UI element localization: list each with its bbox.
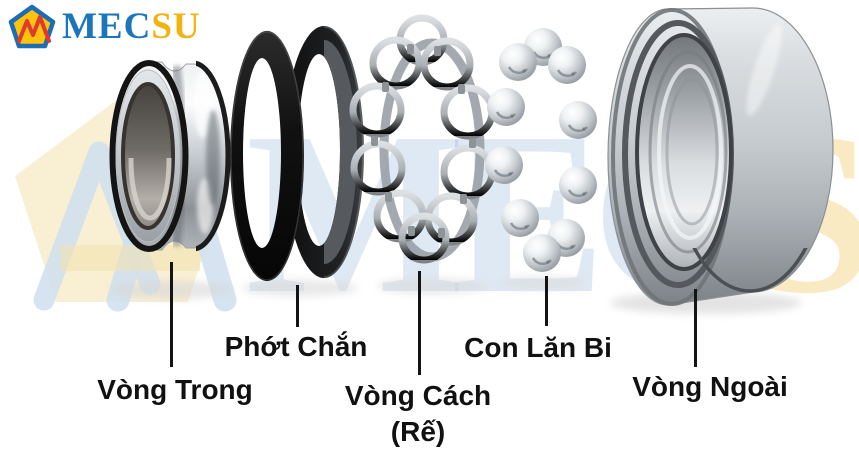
ball bbox=[546, 44, 588, 86]
ball bbox=[521, 232, 563, 274]
seal-graphics bbox=[230, 26, 364, 282]
brand-logo: MECSU bbox=[6, 4, 201, 49]
label-inner-ring: Vòng Trong bbox=[97, 374, 253, 405]
ball bbox=[485, 86, 527, 128]
label-seal: Phớt Chắn bbox=[224, 331, 368, 362]
seal-left-graphic bbox=[230, 30, 304, 282]
balls-graphic bbox=[483, 26, 599, 274]
leader-line-inner-ring bbox=[170, 262, 173, 367]
inner-ring-graphic bbox=[109, 60, 231, 252]
outer-ring-graphic bbox=[607, 7, 834, 306]
pentagon-m-icon bbox=[8, 4, 56, 49]
brand-logo-text: MECSU bbox=[62, 5, 201, 49]
ball bbox=[483, 144, 525, 186]
leader-line-seal bbox=[296, 285, 299, 327]
ball bbox=[497, 41, 539, 83]
label-outer-ring: Vòng Ngoài bbox=[632, 371, 788, 402]
brand-name-primary: MEC bbox=[62, 5, 152, 47]
cage-graphic bbox=[349, 14, 496, 264]
leader-line-outer-ring bbox=[694, 289, 697, 367]
ball bbox=[499, 197, 541, 239]
ball bbox=[557, 164, 599, 206]
brand-name-secondary: SU bbox=[151, 5, 201, 47]
ground-shadows bbox=[110, 276, 802, 314]
leader-line-balls bbox=[545, 276, 548, 326]
label-cage: Vòng Cách (Rế) bbox=[345, 378, 491, 450]
label-cage-line1: Vòng Cách bbox=[344, 380, 492, 411]
leader-line-cage bbox=[418, 271, 421, 375]
ball bbox=[557, 99, 599, 141]
label-balls: Con Lăn Bi bbox=[464, 332, 612, 363]
label-cage-line2: (Rế) bbox=[390, 416, 446, 447]
